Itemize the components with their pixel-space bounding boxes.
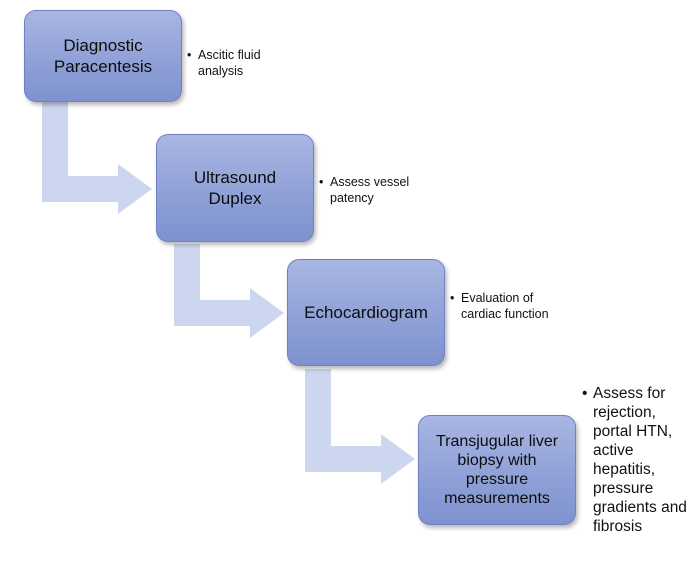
step-label: Transjugular liver biopsy with pressure … xyxy=(435,433,559,507)
arrow-step2-to-step3 xyxy=(174,244,284,338)
note-assess-for-rejection: Assess for rejection, portal HTN, active… xyxy=(582,384,691,536)
arrow-step3-to-step4 xyxy=(305,369,415,484)
step-ultrasound-duplex: Ultrasound Duplex xyxy=(156,134,314,242)
note-ascitic-fluid-analysis: Ascitic fluid analysis xyxy=(187,47,298,79)
note-assess-vessel-patency: Assess vessel patency xyxy=(319,174,435,206)
step-label: Diagnostic Paracentesis xyxy=(53,36,153,76)
arrow-step1-to-step2 xyxy=(42,100,152,214)
step-label: Ultrasound Duplex xyxy=(193,168,277,208)
step-label: Echocardiogram xyxy=(304,303,428,322)
step-transjugular-liver-biopsy: Transjugular liver biopsy with pressure … xyxy=(418,415,576,525)
step-echocardiogram: Echocardiogram xyxy=(287,259,445,366)
note-evaluation-of-cardiac-function: Evaluation of cardiac function xyxy=(450,290,556,322)
step-diagnostic-paracentesis: Diagnostic Paracentesis xyxy=(24,10,182,102)
